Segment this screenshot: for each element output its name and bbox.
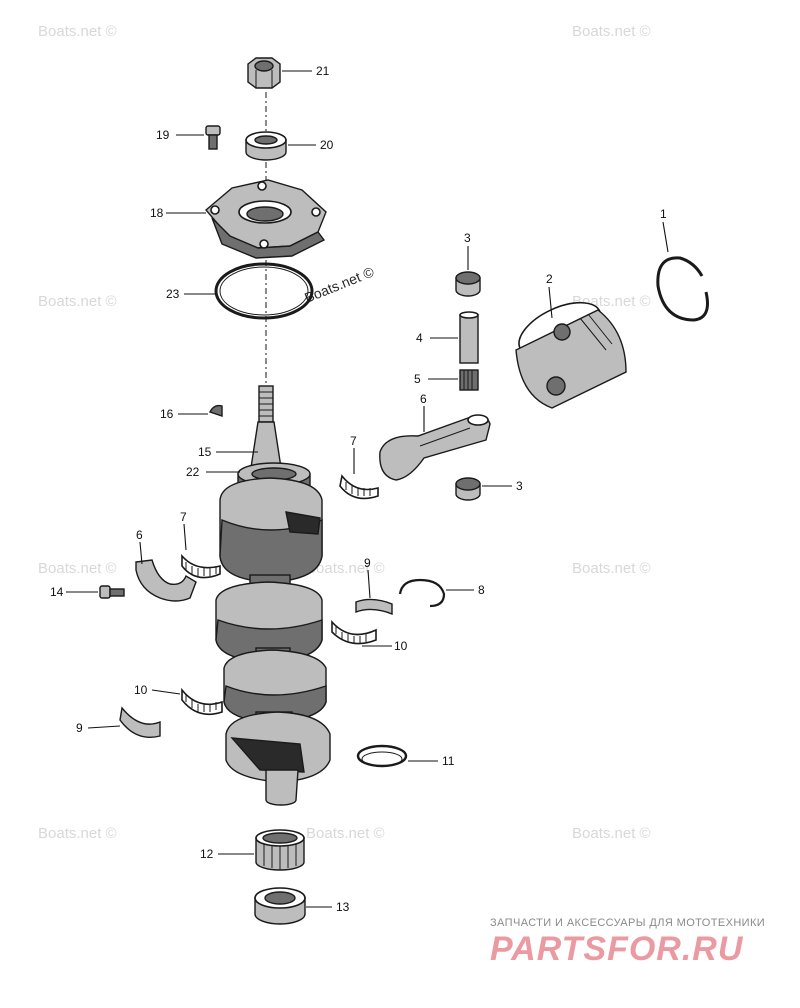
part-4-piston-pin[interactable] (459, 311, 479, 364)
callout-16: 16 (160, 407, 174, 421)
part-11-ring[interactable] (356, 744, 408, 768)
part-13-seal[interactable] (254, 887, 306, 925)
part-3-bearing[interactable] (455, 477, 481, 501)
leader-lines (66, 70, 669, 908)
part-20-seal[interactable] (245, 131, 287, 161)
part-23-o-ring[interactable] (214, 262, 314, 320)
callout-9: 9 (364, 556, 371, 570)
callout-6: 6 (420, 392, 427, 406)
callout-4: 4 (416, 331, 423, 345)
callout-9: 9 (76, 721, 83, 735)
callout-7: 7 (180, 510, 187, 524)
part-14-screw[interactable] (99, 585, 125, 599)
callout-6: 6 (136, 528, 143, 542)
part-5-needle-bearing[interactable] (459, 369, 479, 391)
callout-3: 3 (464, 231, 471, 245)
part-12-roller-bearing[interactable] (255, 829, 305, 871)
callout-18: 18 (150, 206, 164, 220)
part-10-needle-bearing[interactable] (331, 619, 377, 645)
callout-10: 10 (134, 683, 148, 697)
callout-2: 2 (546, 272, 553, 286)
callout-10: 10 (394, 639, 408, 653)
callout-1: 1 (660, 207, 667, 221)
callout-21: 21 (316, 64, 330, 78)
callout-11: 11 (442, 754, 455, 768)
callout-22: 22 (186, 465, 200, 479)
callout-15: 15 (198, 445, 212, 459)
watermark: Boats.net © (572, 825, 651, 842)
part-6-rod-cap[interactable] (135, 559, 197, 602)
part-9-thrust-washer[interactable] (119, 706, 161, 738)
part-19-screw[interactable] (205, 125, 221, 150)
part-16-key[interactable] (209, 404, 223, 417)
part-9-thrust-washer[interactable] (355, 598, 393, 616)
watermark: Boats.net © (38, 23, 117, 40)
part-21-nut[interactable] (247, 57, 281, 89)
callout-19: 19 (156, 128, 170, 142)
brand-caption: ЗАПЧАСТИ И АКСЕССУАРЫ ДЛЯ МОТОТЕХНИКИ (490, 917, 766, 929)
callout-3: 3 (516, 479, 523, 493)
part-7-needle-bearing[interactable] (339, 474, 379, 500)
watermark: Boats.net © (572, 23, 651, 40)
watermark: Boats.net © (38, 825, 117, 842)
watermark: Boats.net © (572, 560, 651, 577)
part-2-piston[interactable] (511, 291, 627, 409)
callout-13: 13 (336, 900, 350, 914)
watermark: Boats.net © (38, 293, 117, 310)
watermark: Boats.net © (306, 560, 385, 577)
part-3-bearing[interactable] (455, 271, 481, 297)
crankshaft-assembly[interactable] (215, 385, 331, 806)
diagram-watermark: Boats.net © (302, 263, 377, 306)
watermark-layer: Boats.net © Boats.net © Boats.net © Boat… (38, 23, 651, 842)
watermark: Boats.net © (306, 825, 385, 842)
callout-8: 8 (478, 583, 485, 597)
part-10-needle-bearing[interactable] (181, 687, 223, 716)
callout-20: 20 (320, 138, 334, 152)
part-7-needle-bearing[interactable] (181, 553, 221, 579)
part-1-piston-ring[interactable] (656, 256, 709, 322)
callout-23: 23 (166, 287, 180, 301)
callout-5: 5 (414, 372, 421, 386)
callout-7: 7 (350, 434, 357, 448)
callout-labels: 21 19 20 18 23 16 15 22 1 2 3 4 5 6 7 3 … (50, 64, 667, 914)
callout-12: 12 (200, 847, 214, 861)
part-18-end-cap[interactable] (205, 179, 327, 259)
part-8-retaining-ring[interactable] (398, 578, 446, 608)
part-6-connecting-rod[interactable] (379, 414, 491, 481)
callout-14: 14 (50, 585, 64, 599)
brand-logo: PARTSFOR.RU (490, 930, 744, 968)
watermark: Boats.net © (38, 560, 117, 577)
